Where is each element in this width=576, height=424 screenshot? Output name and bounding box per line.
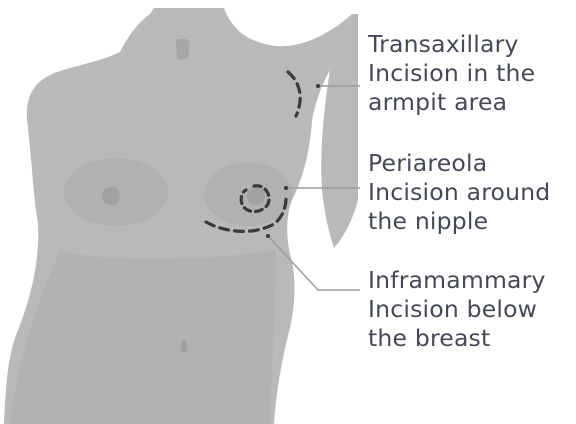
transaxillary-label: Transaxillary Incision in the armpit are… — [368, 30, 535, 117]
transaxillary-line-3: armpit area — [368, 88, 535, 117]
inframammary-line-3: the breast — [368, 324, 546, 353]
periareola-leader-dot — [284, 186, 288, 190]
neck-notch — [176, 39, 190, 60]
right-nipple — [247, 187, 265, 205]
inframammary-leader-dot — [266, 234, 270, 238]
waist-shadow — [10, 250, 276, 424]
periareola-line-3: the nipple — [368, 207, 550, 236]
inframammary-line-2: Incision below — [368, 295, 546, 324]
left-nipple — [102, 187, 120, 205]
inframammary-label: Inframammary Incision below the breast — [368, 266, 546, 353]
transaxillary-title: Transaxillary — [368, 30, 535, 59]
transaxillary-leader-dot — [316, 84, 320, 88]
periareola-line-2: Incision around — [368, 178, 550, 207]
inframammary-title: Inframammary — [368, 266, 546, 295]
transaxillary-line-2: Incision in the — [368, 59, 535, 88]
periareola-title: Periareola — [368, 149, 550, 178]
periareola-label: Periareola Incision around the nipple — [368, 149, 550, 236]
navel — [181, 339, 187, 353]
